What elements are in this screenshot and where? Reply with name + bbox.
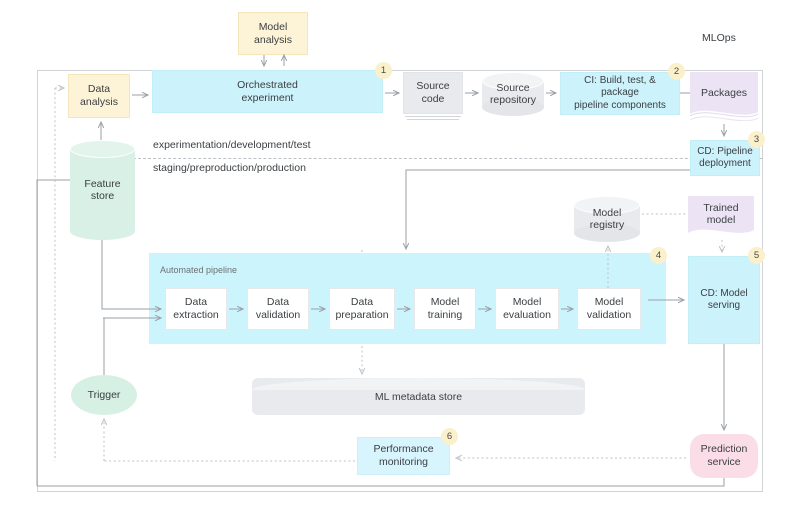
source-repository-top xyxy=(482,72,544,90)
environment-divider xyxy=(133,158,763,159)
badge-3: 3 xyxy=(748,131,765,148)
badge-2: 2 xyxy=(668,63,685,80)
badge-4: 4 xyxy=(650,247,667,264)
automated-pipeline-label: Automated pipeline xyxy=(160,265,238,275)
feature-store-body xyxy=(70,149,135,231)
node-ml-metadata-store-label: ML metadata store xyxy=(374,390,463,403)
node-ml-metadata-store[interactable]: ML metadata store xyxy=(252,378,585,415)
node-trigger[interactable]: Trigger xyxy=(71,375,137,415)
source-repository-bottom xyxy=(482,98,544,116)
source-code-stack-line-1 xyxy=(405,116,461,117)
node-packages[interactable]: Packages xyxy=(689,72,759,122)
packages-shape xyxy=(689,72,759,122)
badge-1: 1 xyxy=(375,62,392,79)
badge-5: 5 xyxy=(748,247,765,264)
feature-store-bottom xyxy=(70,222,135,240)
feature-store-top xyxy=(70,140,135,158)
ml-metadata-store-cap xyxy=(252,378,585,390)
node-packages-label: Packages xyxy=(700,86,748,99)
trained-model-shape xyxy=(688,196,754,233)
badge-6: 6 xyxy=(441,428,458,445)
zone-label-upper: experimentation/development/test xyxy=(153,139,311,151)
diagram-title: MLOps xyxy=(702,32,736,44)
source-code-stack-line-2 xyxy=(407,119,459,120)
node-trigger-label: Trigger xyxy=(87,389,121,401)
zone-label-lower: staging/preproduction/production xyxy=(153,162,306,174)
